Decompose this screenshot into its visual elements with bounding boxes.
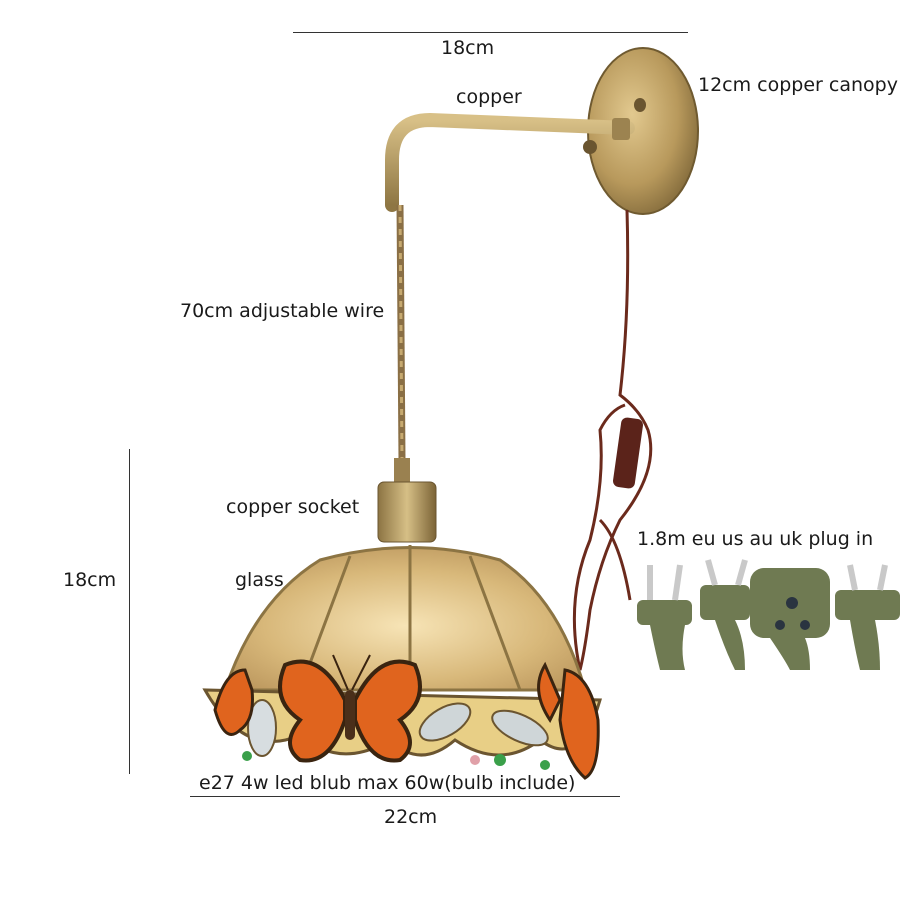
glass-label: glass bbox=[235, 569, 284, 591]
left-dimension-line bbox=[129, 449, 130, 774]
butterfly-center bbox=[278, 654, 422, 763]
wire-label: 70cm adjustable wire bbox=[180, 300, 385, 322]
plug-adapters bbox=[637, 559, 900, 670]
canopy-label: 12cm copper canopy bbox=[698, 74, 898, 96]
plug-label: 1.8m eu us au uk plug in bbox=[637, 528, 874, 550]
butterfly-right bbox=[537, 661, 600, 780]
bulb-label: e27 4w led blub max 60w(bulb include) bbox=[199, 772, 576, 794]
bottom-dimension-line bbox=[190, 796, 620, 797]
power-cord bbox=[572, 209, 653, 671]
canopy bbox=[583, 47, 699, 215]
butterfly-left bbox=[213, 668, 254, 736]
twisted-wire bbox=[396, 204, 406, 461]
top-dimension-line bbox=[293, 32, 688, 33]
socket-label: copper socket bbox=[226, 496, 360, 518]
arm-material-label: copper bbox=[456, 86, 522, 108]
copper-arm bbox=[385, 112, 635, 212]
shade-width-label: 22cm bbox=[384, 806, 438, 828]
copper-socket bbox=[377, 458, 437, 543]
top-width-label: 18cm bbox=[441, 37, 495, 59]
shade-height-label: 18cm bbox=[63, 569, 117, 591]
